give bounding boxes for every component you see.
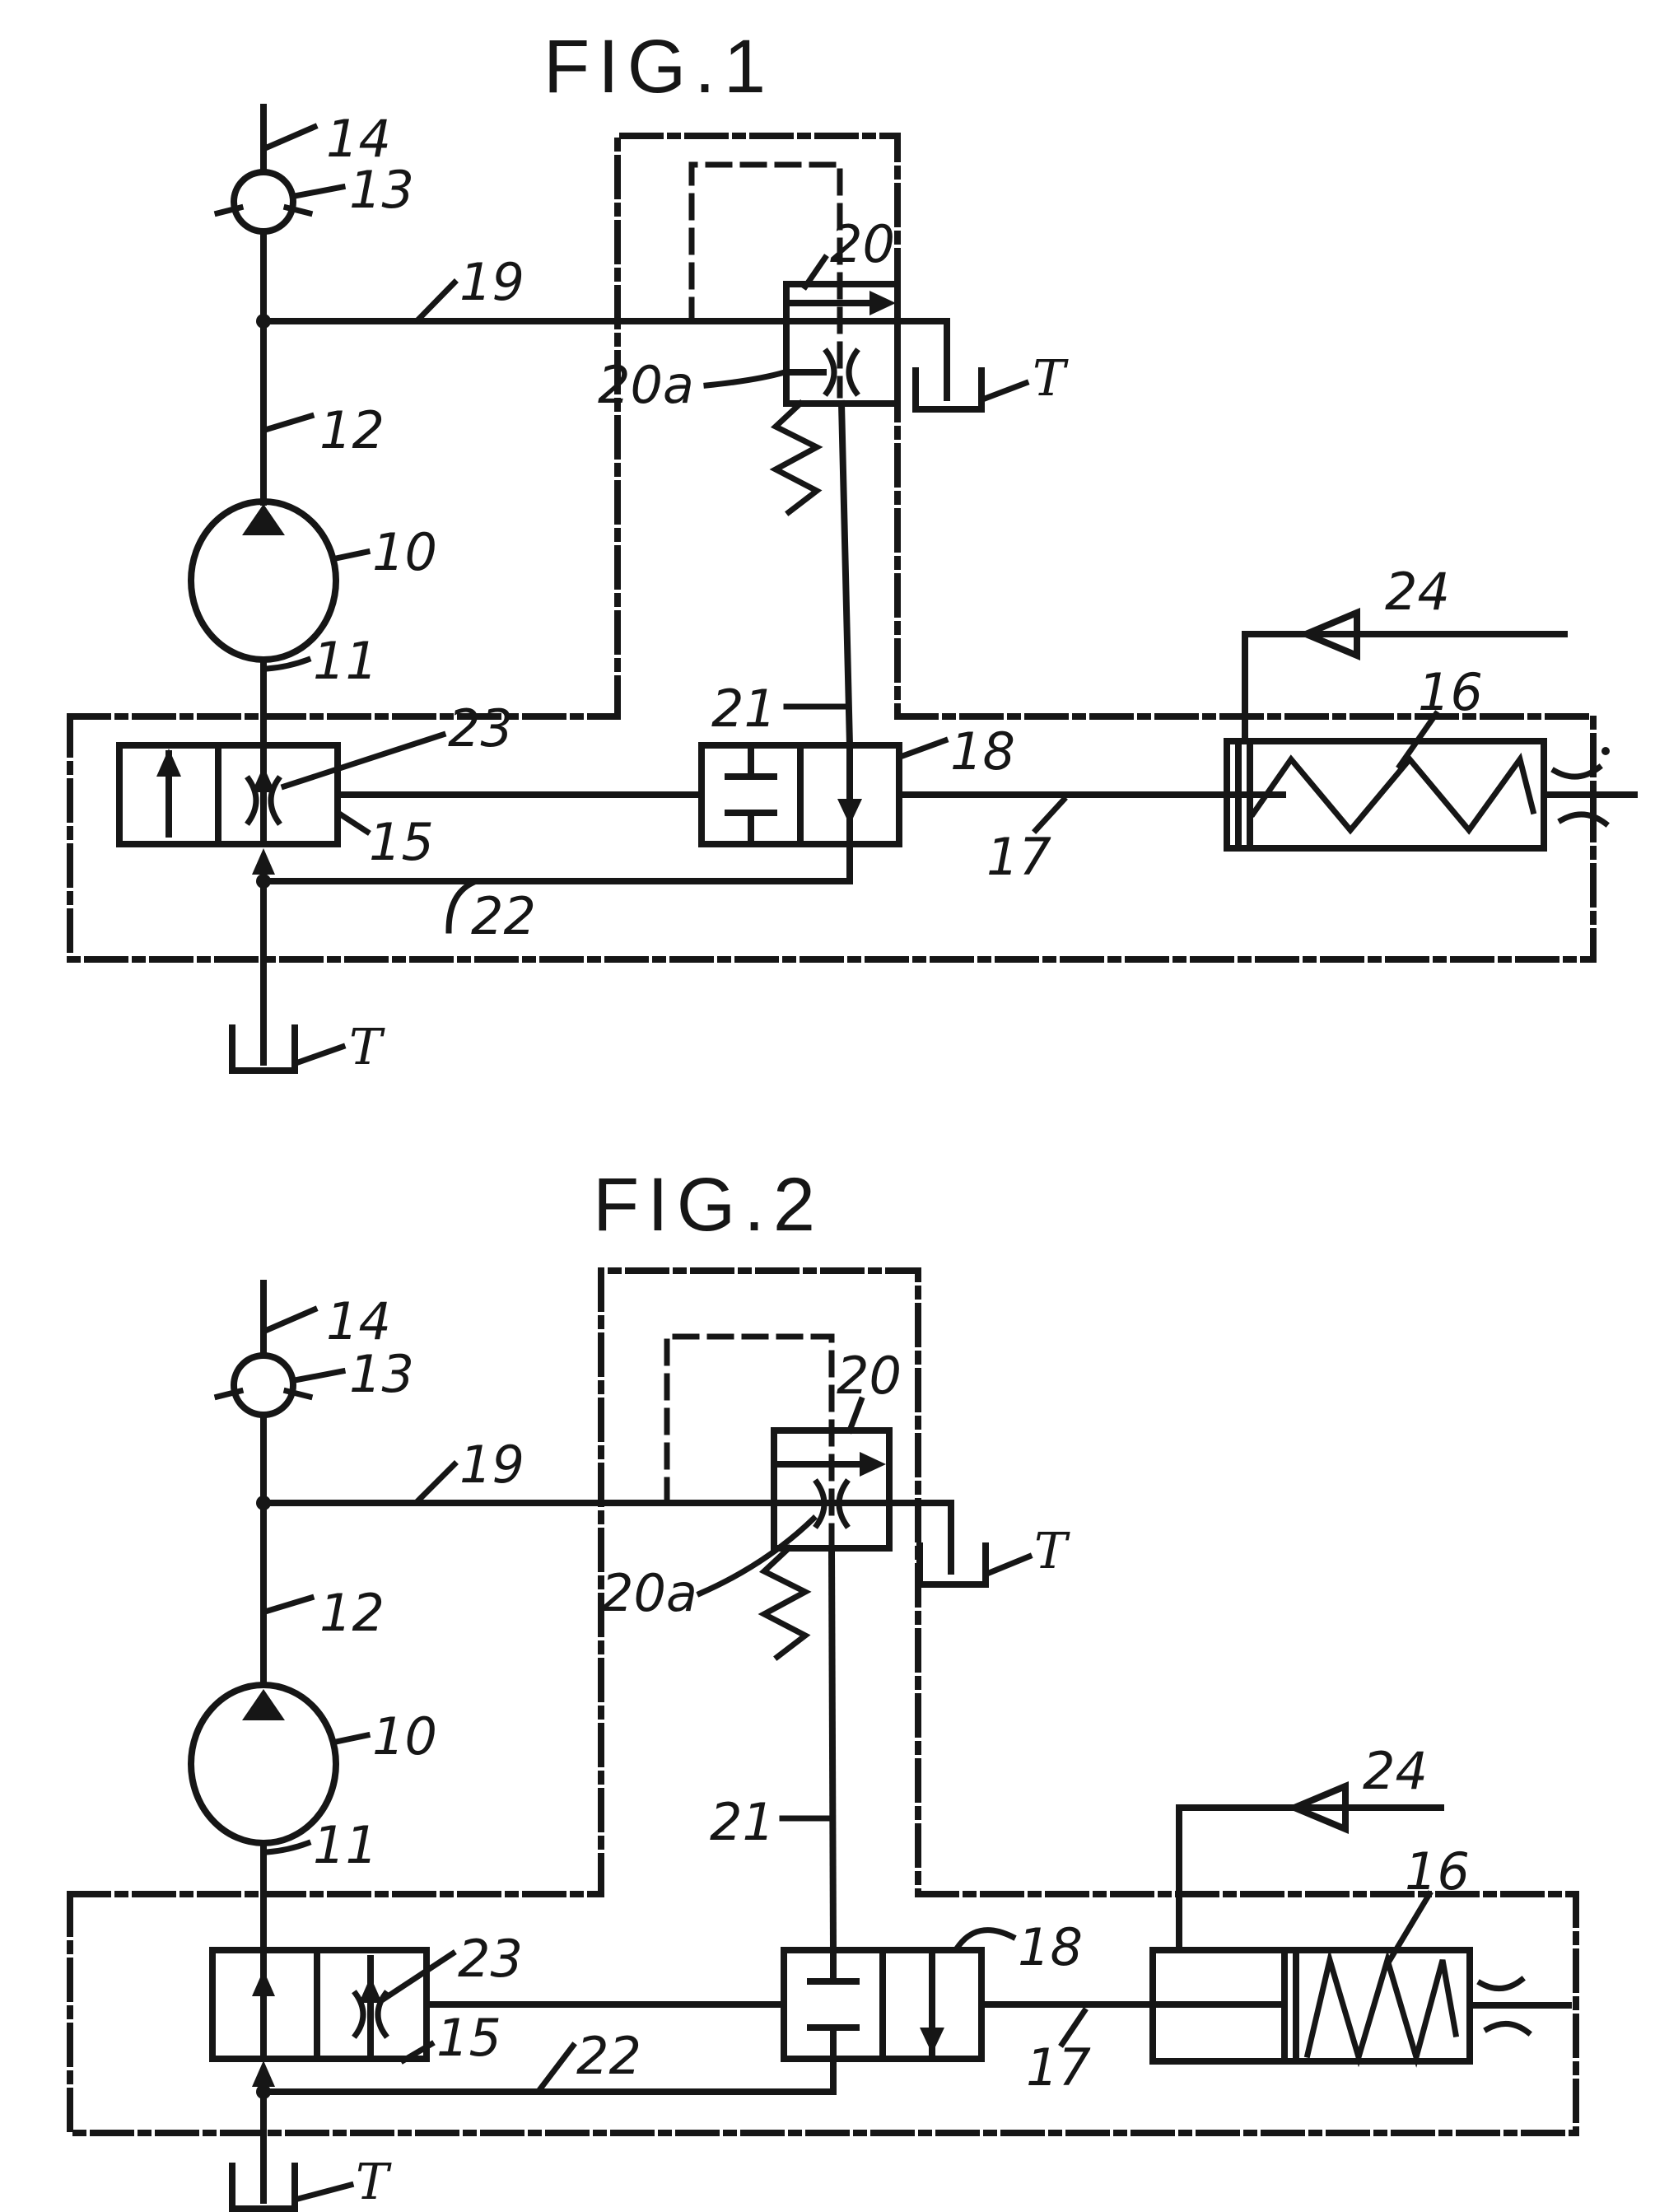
fig1-leader-lines xyxy=(261,183,1440,1066)
fig2-label-10: 10 xyxy=(372,1706,437,1766)
fig1-label-14: 14 xyxy=(326,109,391,169)
fig1-flow-arrow-icon xyxy=(252,848,275,875)
fig2-label-21: 21 xyxy=(710,1792,775,1852)
fig1-label-12: 12 xyxy=(319,400,385,460)
fig2-tank-bottom-icon xyxy=(229,2163,298,2212)
fig1-label-22: 22 xyxy=(471,886,536,946)
fig2-label-23: 23 xyxy=(458,1929,523,1989)
figure-1: FIG.1 xyxy=(67,25,1638,1076)
fig2-valve-20-icon xyxy=(758,1427,893,1661)
fig1-label-tank-bottom: T xyxy=(349,1019,385,1076)
fig2-pump-icon xyxy=(188,1682,339,1846)
fig1-label-16: 16 xyxy=(1418,662,1483,722)
fig1-valve-15-icon xyxy=(116,742,341,847)
fig2-tank-right-icon xyxy=(916,1542,989,1588)
fig2-flow-arrow-icon xyxy=(252,2060,275,2087)
fig1-valve-20-spring-icon xyxy=(769,399,823,516)
fig1-title: FIG.1 xyxy=(543,25,774,109)
fig1-arrow-24-icon xyxy=(1297,607,1360,661)
fig1-pump-icon xyxy=(188,498,339,663)
fig2-leader-lines xyxy=(261,1367,1434,2203)
fig2-label-18: 18 xyxy=(1018,1917,1083,1977)
fig1-label-tank-right: T xyxy=(1033,350,1069,408)
fig2-label-24: 24 xyxy=(1363,1741,1428,1801)
fig1-conduits xyxy=(256,104,1638,1066)
fig1-label-19: 19 xyxy=(459,252,524,312)
fig2-label-13: 13 xyxy=(349,1344,414,1404)
fig2-arrow-24-icon xyxy=(1285,1780,1349,1835)
fig2-label-16: 16 xyxy=(1405,1841,1470,1902)
fig1-valve-20-icon xyxy=(769,281,901,516)
fig1-gauge-icon xyxy=(213,123,319,235)
fig2-valve-15-icon xyxy=(209,1947,430,2062)
fig1-tank-bottom-icon xyxy=(229,1024,298,1074)
fig2-valve-18-icon xyxy=(781,1947,985,2062)
fig2-label-12: 12 xyxy=(319,1583,385,1643)
fig1-label-17: 17 xyxy=(986,827,1051,887)
fig2-label-tank-right: T xyxy=(1034,1523,1070,1580)
fig2-gauge-icon xyxy=(213,1305,319,1418)
fig1-tank-right-icon xyxy=(912,367,985,413)
fig1-spring-icon xyxy=(1249,752,1537,835)
fig1-label-10: 10 xyxy=(372,522,437,582)
fig2-label-20a: 20a xyxy=(601,1563,697,1623)
fig2-label-20: 20 xyxy=(837,1346,902,1406)
fig1-label-20: 20 xyxy=(830,214,895,274)
fig1-label-21: 21 xyxy=(711,679,776,739)
fig1-label-24: 24 xyxy=(1385,562,1450,622)
fig1-brake-cylinder-icon xyxy=(1224,738,1610,852)
fig2-pilot-line-icon xyxy=(664,1333,835,1552)
fig1-valve-18-icon xyxy=(698,742,902,847)
fig2-label-17: 17 xyxy=(1026,2037,1091,2098)
fig2-label-19: 19 xyxy=(459,1435,524,1495)
fig2-valve-20-spring-icon xyxy=(758,1544,812,1661)
fig1-label-15: 15 xyxy=(369,812,434,872)
fig2-label-14: 14 xyxy=(326,1291,391,1351)
fig2-title: FIG.2 xyxy=(593,1163,823,1247)
fig2-enclosure-boundary-icon xyxy=(67,1267,1579,2136)
figure-2: FIG.2 xyxy=(67,1163,1579,2212)
fig1-label-18: 18 xyxy=(950,721,1015,782)
fig1-enclosure-boundary-icon xyxy=(67,133,1597,963)
fig2-label-11: 11 xyxy=(313,1815,378,1875)
fig2-label-15: 15 xyxy=(436,2008,501,2068)
fig1-label-13: 13 xyxy=(349,160,414,220)
fig2-label-22: 22 xyxy=(576,2026,641,2086)
fig1-label-23: 23 xyxy=(448,698,513,758)
fig1-pilot-line-icon xyxy=(688,161,843,399)
fig1-label-20a: 20a xyxy=(598,355,694,415)
fig2-label-tank-bottom: T xyxy=(356,2154,392,2211)
fig2-conduits xyxy=(256,1280,1572,2204)
fig2-spring-icon xyxy=(1303,1948,1460,2068)
fig1-label-11: 11 xyxy=(313,631,378,691)
